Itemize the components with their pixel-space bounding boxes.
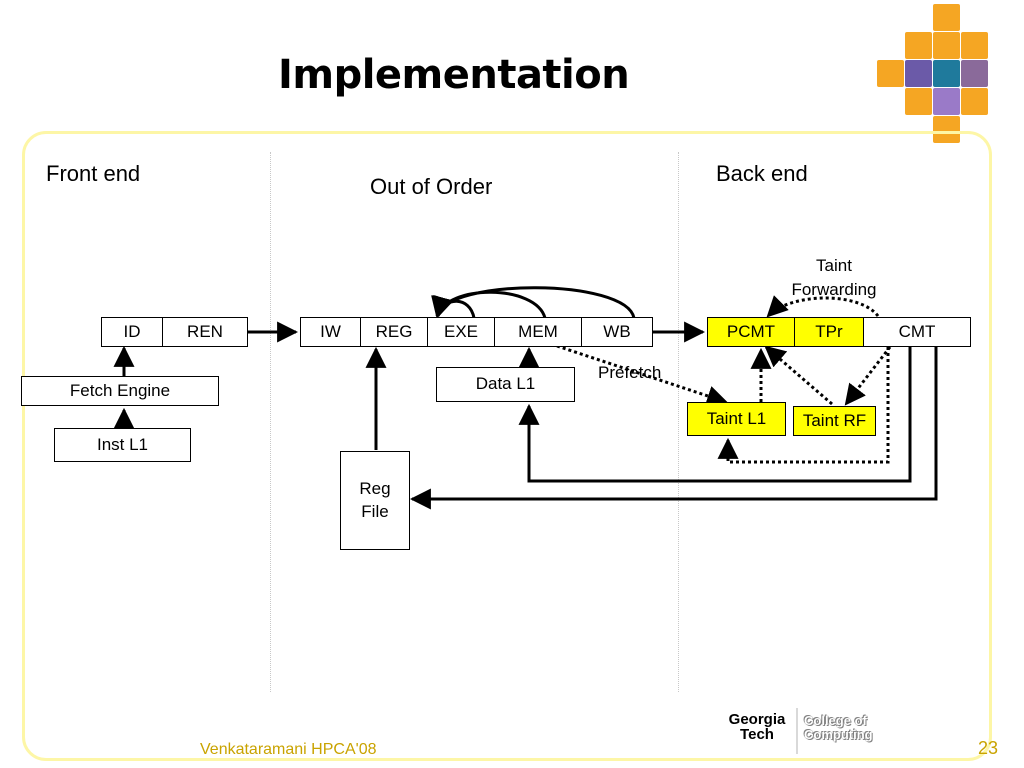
stage-iw: IW xyxy=(300,317,361,347)
logo-college-line1: College of xyxy=(804,713,867,728)
content-frame xyxy=(22,131,992,761)
arrow-cmt-to-taintl1 xyxy=(717,347,890,464)
stage-reg: REG xyxy=(360,317,428,347)
tile xyxy=(933,32,960,59)
taint-forwarding-line1: Taint xyxy=(816,256,852,275)
arrow-cmt-to-datal1 xyxy=(518,347,912,483)
stage-cmt: CMT xyxy=(863,317,971,347)
taint-forwarding-label: Taint Forwarding xyxy=(782,254,886,302)
footer-author: Venkataramani HPCA'08 xyxy=(200,741,377,758)
stage-tpr: TPr xyxy=(794,317,864,347)
georgia-tech-logo: Georgia Tech College of Computing xyxy=(722,706,890,756)
taint-forwarding-line2: Forwarding xyxy=(791,279,877,299)
stage-pcmt: PCMT xyxy=(707,317,795,347)
logo-name: Georgia Tech xyxy=(722,712,792,742)
taint-l1-box: Taint L1 xyxy=(687,402,786,436)
forward-curve-exe xyxy=(433,294,476,319)
stage-ren: REN xyxy=(162,317,248,347)
reg-file-label-line2: File xyxy=(361,501,389,521)
section-label-front-end: Front end xyxy=(46,161,141,186)
stage-mem: MEM xyxy=(494,317,582,347)
slide-title: Implementation xyxy=(278,52,630,98)
section-label-back-end: Back end xyxy=(716,161,808,186)
tile xyxy=(905,88,932,115)
section-label-out-of-order: Out of Order xyxy=(370,174,493,199)
reg-file-box: Reg File xyxy=(340,451,410,550)
stage-wb: WB xyxy=(581,317,653,347)
tile xyxy=(933,4,960,31)
tile xyxy=(933,88,960,115)
tile xyxy=(961,32,988,59)
logo-college: College of Computing xyxy=(804,714,894,742)
reg-file-label-line1: Reg xyxy=(359,478,391,498)
tile xyxy=(961,60,988,87)
fetch-engine-box: Fetch Engine xyxy=(21,376,219,406)
tile xyxy=(933,60,960,87)
tile xyxy=(877,60,904,87)
divider-front-ooo xyxy=(270,152,271,692)
logo-name-line1: Georgia xyxy=(728,711,786,728)
tile xyxy=(961,88,988,115)
tile xyxy=(933,116,960,143)
tile xyxy=(905,60,932,87)
arrow-cmt-to-taintrf xyxy=(844,346,892,406)
taint-rf-box: Taint RF xyxy=(793,406,876,436)
tile xyxy=(905,32,932,59)
arrow-taintrf-to-pcmt xyxy=(764,345,833,406)
logo-name-line2: Tech xyxy=(740,726,774,743)
stage-exe: EXE xyxy=(427,317,495,347)
logo-college-line2: Computing xyxy=(804,727,873,742)
inst-l1-box: Inst L1 xyxy=(54,428,191,462)
decorative-tile-cluster xyxy=(875,2,995,152)
data-l1-box: Data L1 xyxy=(436,367,575,402)
logo-separator xyxy=(796,708,798,754)
forward-curve-mem xyxy=(432,290,547,319)
page-number: 23 xyxy=(978,738,999,758)
stage-id: ID xyxy=(101,317,163,347)
prefetch-label: Prefetch xyxy=(598,363,662,382)
divider-ooo-back xyxy=(678,152,679,692)
arrow-cmt-to-regfile xyxy=(409,347,938,510)
